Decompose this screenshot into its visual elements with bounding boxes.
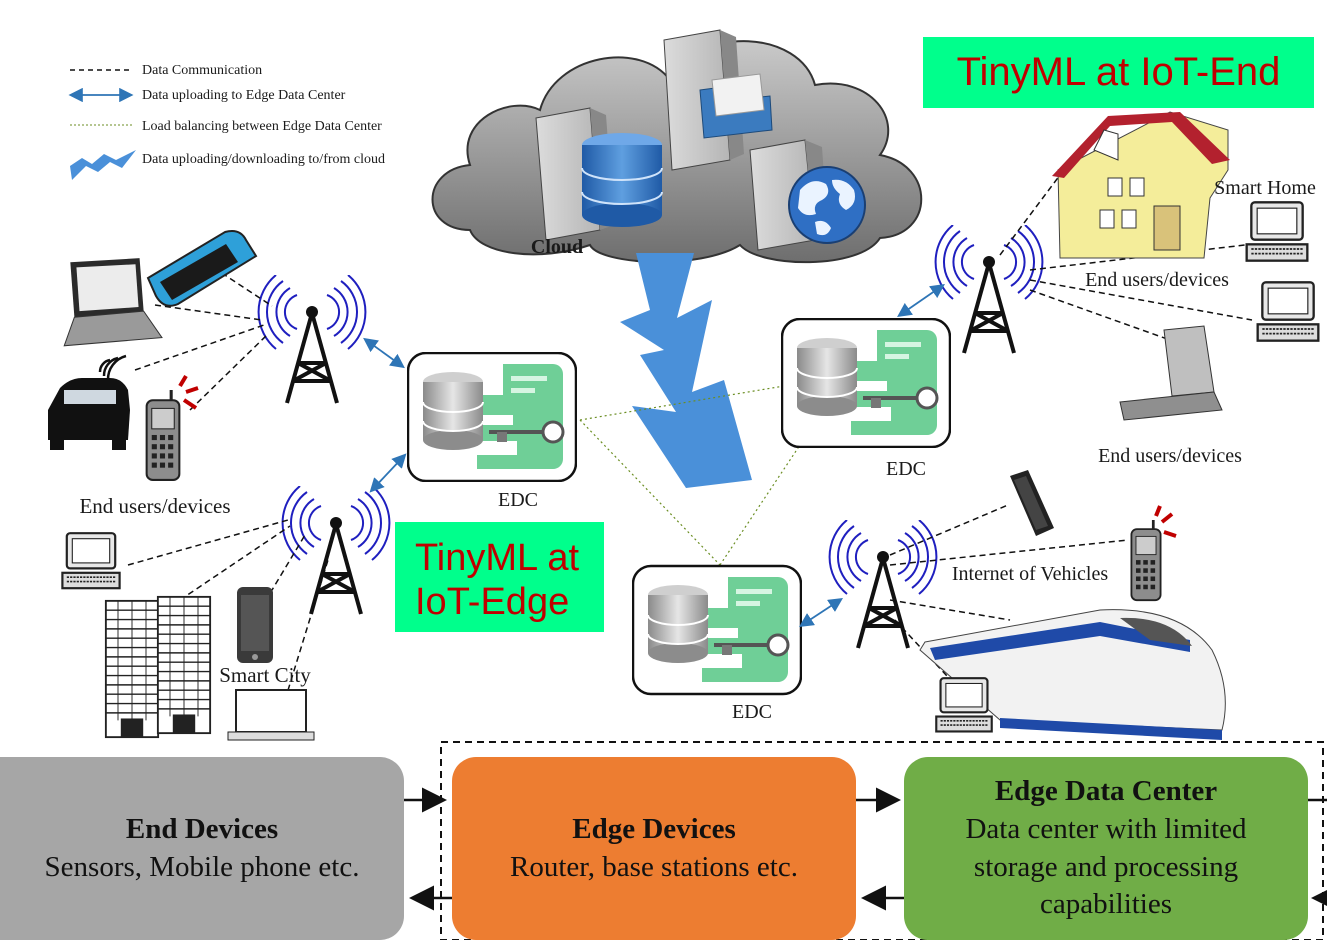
edge-upload-arrows [363, 283, 945, 627]
cloud-group: Cloud [431, 29, 923, 264]
building-icon [104, 599, 160, 739]
antenna-tower-icon [257, 275, 367, 405]
desktop-computer-icon [935, 677, 993, 733]
cloud-label: Cloud [531, 236, 583, 258]
cell-phone-icon [144, 390, 182, 482]
edc-bottom-icon [633, 566, 801, 694]
cloud-link-lightning-icon [620, 253, 752, 488]
laptop-icon [227, 689, 315, 741]
legend: Data Communication Data uploading to Edg… [68, 63, 385, 180]
cell-phone-icon [1129, 520, 1163, 602]
smartphone-icon [237, 587, 273, 663]
smartphone-icon [1010, 470, 1054, 536]
end-devices-box: End Devices Sensors, Mobile phone etc. [0, 757, 404, 940]
end-users-top-right-label: End users/devices [1085, 269, 1229, 291]
edc-left-icon [407, 352, 577, 482]
desktop-computer-icon [61, 532, 121, 590]
edge-devices-desc: Router, base stations etc. [510, 850, 798, 883]
desktop-computer-icon [1245, 201, 1309, 262]
building-icon [156, 595, 212, 735]
house-icon [1052, 111, 1230, 259]
smart-home-label: Smart Home [1214, 177, 1316, 199]
ring-signal-icon [178, 374, 199, 410]
desktop-computer-icon [1256, 281, 1320, 342]
data-communication-lines [127, 174, 1253, 701]
legend-item-uploading-edge: Data uploading to Edge Data Center [142, 88, 346, 103]
legend-item-data-communication: Data Communication [142, 63, 262, 78]
legend-item-cloud-transfer: Data uploading/downloading to/from cloud [142, 152, 385, 167]
laptop-icon [63, 258, 163, 347]
antenna-tower-icon [934, 225, 1044, 355]
end-users-left-label: End users/devices [79, 494, 230, 518]
internet-of-vehicles-label: Internet of Vehicles [952, 563, 1108, 585]
end-devices-title: End Devices [125, 812, 279, 845]
edge-devices-title: Edge Devices [572, 812, 736, 845]
car-icon [48, 354, 130, 450]
laptop-icon [1119, 325, 1223, 421]
smartphone-icon [146, 230, 258, 307]
train-icon [919, 609, 1226, 740]
smart-city-label: Smart City [219, 663, 311, 687]
tinyml-iot-end-tag: TinyML at IoT-End [923, 37, 1314, 108]
edc-right-label: EDC [886, 458, 926, 480]
legend-lightning-icon [70, 150, 136, 180]
legend-item-load-balancing: Load balancing between Edge Data Center [142, 119, 382, 134]
antenna-tower-icon [828, 520, 938, 650]
end-devices-desc: Sensors, Mobile phone etc. [44, 850, 360, 883]
edge-data-center-box: Edge Data Center Data center with limite… [904, 757, 1308, 940]
edge-data-center-line2: storage and processing [973, 850, 1239, 883]
tinyml-iot-edge-line2: IoT-Edge [415, 581, 570, 623]
edge-data-center-line3: capabilities [1039, 888, 1173, 921]
database-icon [581, 133, 663, 227]
edc-right-icon [781, 318, 951, 448]
load-balancing-lines [579, 384, 801, 566]
tinyml-iot-edge-tag: TinyML at IoT-Edge [395, 522, 604, 632]
end-users-right-label: End users/devices [1098, 445, 1242, 467]
tinyml-iot-edge-line1: TinyML at [415, 537, 580, 579]
edge-devices-box: Edge Devices Router, base stations etc. [452, 757, 856, 940]
pipeline-arrows [404, 787, 1327, 911]
folder-icon [699, 73, 773, 139]
ring-signal-icon [1154, 505, 1177, 538]
edc-bottom-label: EDC [732, 701, 772, 723]
edge-data-center-title: Edge Data Center [994, 775, 1218, 808]
edc-left-label: EDC [498, 489, 538, 511]
antenna-tower-icon [281, 486, 391, 616]
edge-data-center-line1: Data center with limited [965, 812, 1247, 845]
globe-icon [788, 166, 866, 244]
